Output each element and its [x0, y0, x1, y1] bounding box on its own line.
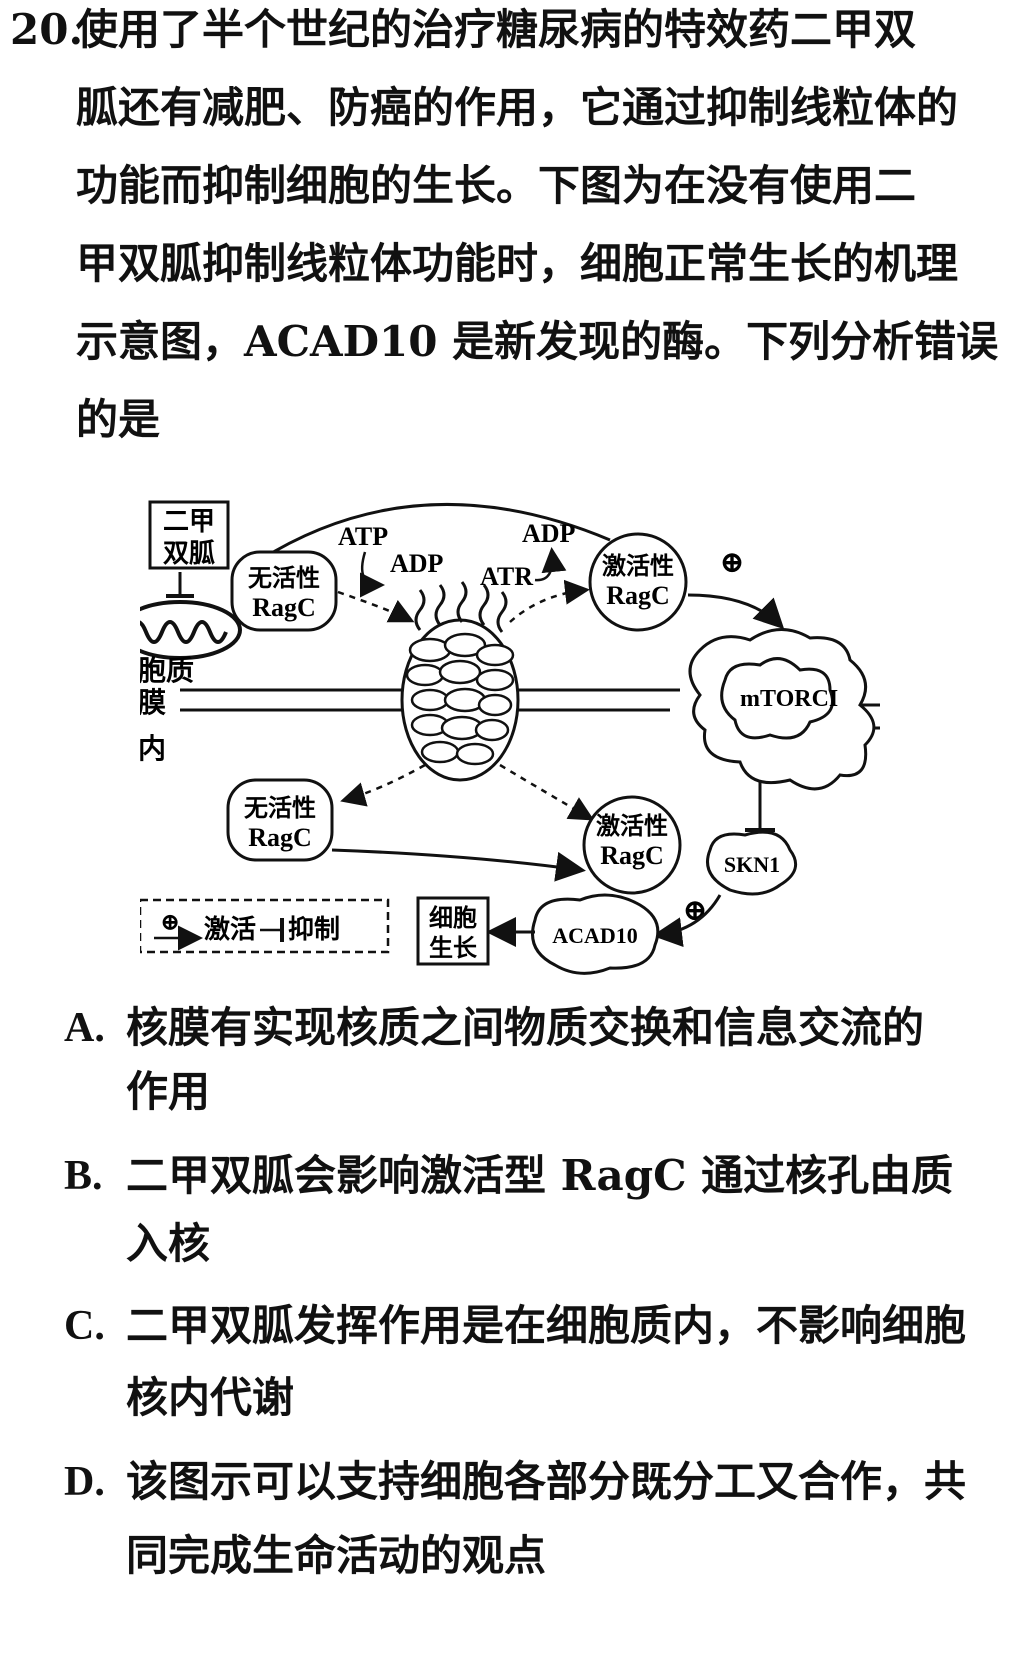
drug-label-1: 二甲	[163, 507, 215, 536]
inactive-ragc-bottom-label-1: 无活性	[244, 795, 316, 822]
active-ragc-cytoplasm: 激活性 RagC	[588, 532, 688, 632]
question-number: 20.	[10, 5, 84, 54]
arrow-active-to-mtorc	[687, 593, 785, 630]
option-b-text-2: 入核	[126, 1219, 211, 1268]
activate-symbol-mtorc: ⊕	[719, 546, 744, 579]
top-transport-arc	[259, 502, 611, 562]
option-c-letter: C.	[64, 1303, 105, 1349]
question-text-line-1: 使用了半个世纪的治疗糖尿病的特效药二甲双	[76, 5, 917, 54]
arrow-inactive-to-active-nucleus	[331, 848, 586, 882]
dashed-arrow-inactive-to-pore	[337, 590, 415, 623]
atp-label: ATP	[338, 522, 388, 551]
option-b-text-1: 二甲双胍会影响激活型 RagC 通过核孔由质	[126, 1151, 954, 1200]
mitochondrion-icon	[140, 600, 242, 660]
question-text-line-3: 功能而抑制细胞的生长。下图为在没有使用二	[76, 161, 917, 210]
adp-label-right: ADP	[522, 519, 576, 548]
acad10-enzyme: ACAD10	[531, 893, 660, 975]
metformin-box: 二甲 双胍	[148, 500, 230, 570]
inhibit-mito-symbol	[166, 572, 194, 598]
option-c-text-2: 核内代谢	[126, 1373, 295, 1422]
nuclear-pore-complex	[400, 581, 520, 782]
growth-label-2: 生长	[429, 935, 478, 962]
drug-label-2: 双胍	[163, 538, 215, 568]
dashed-arrow-pore-to-inactive-nucleus	[340, 763, 426, 807]
active-ragc-bottom-label-1: 激活性	[596, 812, 668, 840]
question-text-line-5: 示意图，ACAD10 是新发现的酶。下列分析错误	[76, 317, 999, 366]
growth-label-1: 细胞	[429, 904, 477, 932]
active-ragc-top-label-1: 激活性	[602, 552, 674, 580]
option-d-text-2: 同完成生命活动的观点	[126, 1531, 547, 1580]
option-b-letter: B.	[64, 1153, 103, 1199]
dashed-arrow-pore-to-active	[509, 579, 590, 623]
nuclear-membrane-label: 核膜	[140, 687, 166, 719]
active-ragc-nucleus: 激活性 RagC	[582, 795, 682, 895]
option-a-text-1: 核膜有实现核质之间物质交换和信息交流的	[126, 1003, 925, 1052]
adp-label-left: ADP	[390, 549, 444, 578]
acad-label: ACAD10	[552, 923, 638, 948]
option-d-letter: D.	[64, 1459, 105, 1505]
inactive-ragc-cytoplasm: 无活性 RagC	[230, 550, 338, 632]
question-text-line-4: 甲双胍抑制线粒体功能时，细胞正常生长的机理	[76, 239, 959, 288]
legend-activate-label: 激活	[204, 914, 256, 944]
mtorc-label: mTORCI	[740, 686, 838, 712]
atr-label: ATR	[480, 562, 533, 591]
option-c-text-1: 二甲双胍发挥作用是在细胞质内，不影响细胞	[126, 1301, 967, 1350]
option-a-text-2: 作用	[126, 1067, 211, 1116]
inactive-ragc-top-label-2: RagC	[252, 593, 316, 622]
inhibit-mtorc-skn	[745, 782, 775, 832]
option-d-text-1: 该图示可以支持细胞各部分既分工又合作，共	[126, 1457, 967, 1506]
question-text-line-2: 胍还有减肥、防癌的作用，它通过抑制线粒体的	[76, 83, 959, 132]
legend-plus-symbol: ⊕	[160, 910, 180, 936]
active-ragc-top-label-2: RagC	[606, 581, 670, 610]
nucleus-inner-label: 核内	[140, 733, 166, 765]
skn-label: SKN1	[724, 852, 780, 877]
legend: ⊕ 激活 抑制	[140, 898, 390, 954]
legend-inhibit-label: 抑制	[288, 915, 340, 944]
inactive-ragc-nucleus: 无活性 RagC	[226, 778, 334, 862]
inactive-ragc-bottom-label-2: RagC	[248, 823, 312, 852]
question-text-line-6: 的是	[76, 395, 161, 444]
option-a-letter: A.	[64, 1005, 105, 1051]
inactive-ragc-top-label-1: 无活性	[248, 565, 320, 592]
mtorc1-complex: mTORCI	[688, 628, 876, 791]
atr-adp-arrow	[534, 547, 567, 582]
cytoplasm-label: 细胞质	[140, 654, 194, 687]
cell-growth-box: 细胞 生长	[416, 896, 490, 966]
mechanism-diagram: 二甲 双胍 细胞质 核膜 核内	[140, 500, 880, 975]
atp-adp-arrow	[359, 551, 385, 598]
skn1-protein: SKN1	[706, 830, 798, 896]
dashed-arrow-pore-to-active-nucleus	[499, 763, 595, 821]
arrow-skn-to-acad	[652, 894, 722, 948]
active-ragc-bottom-label-2: RagC	[600, 841, 664, 870]
